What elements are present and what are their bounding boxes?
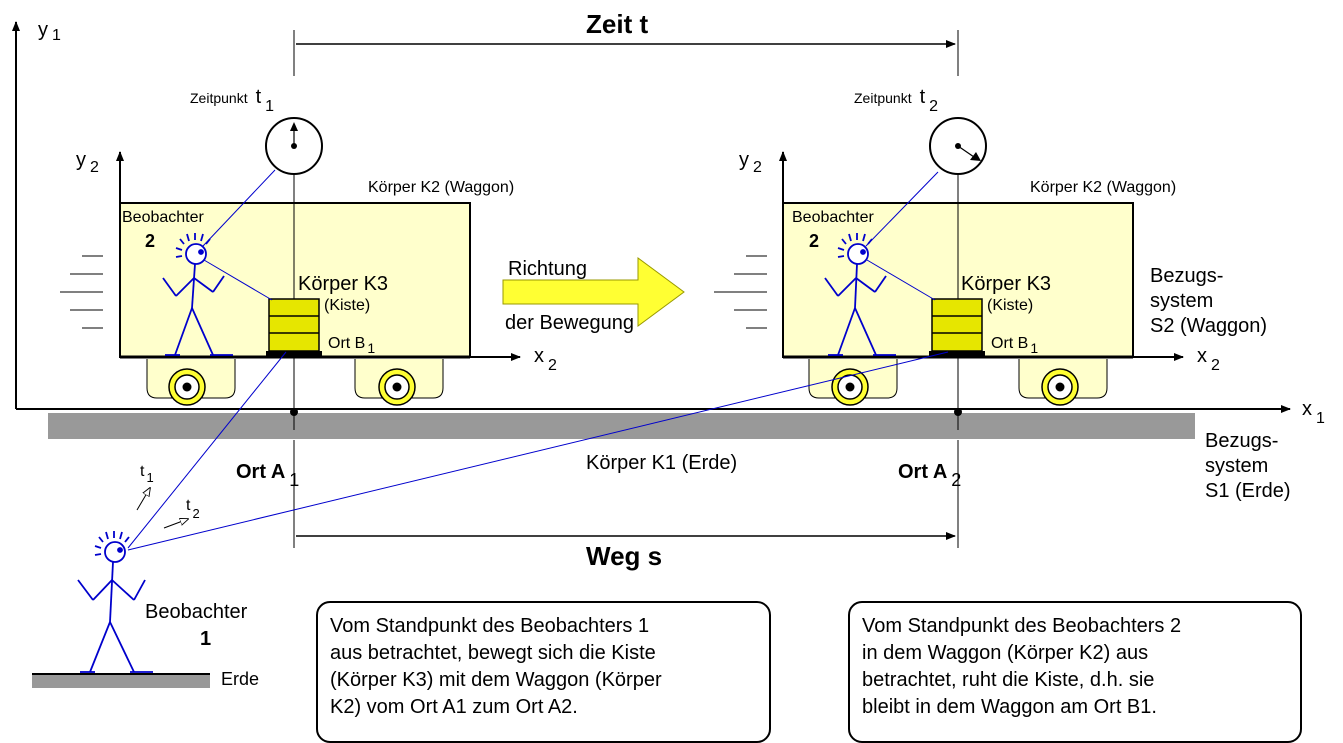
note-observer-1: Vom Standpunkt des Beobachters 1 aus bet… bbox=[316, 601, 771, 743]
observer-2-figure bbox=[162, 233, 233, 356]
note-line: K2) vom Ort A1 zum Ort A2. bbox=[330, 696, 578, 718]
note-line: aus betrachtet, bewegt sich die Kiste bbox=[330, 642, 656, 664]
motion-lines bbox=[714, 255, 767, 329]
note-line: Vom Standpunkt des Beobachters 1 bbox=[330, 615, 650, 637]
direction-label-bottom: der Bewegung bbox=[505, 312, 634, 334]
ref-system-s2: Bezugs- system S2 (Waggon) bbox=[1150, 265, 1267, 337]
earth-ground-small bbox=[32, 674, 210, 688]
wheel-icon bbox=[831, 368, 869, 406]
box-label: Körper K3 bbox=[961, 273, 1051, 295]
observer-2-number: 2 bbox=[145, 231, 155, 251]
note-observer-2: Vom Standpunkt des Beobachters 2 in dem … bbox=[848, 601, 1302, 743]
place-a-dot bbox=[954, 408, 962, 416]
wagon-label: Körper K2 (Waggon) bbox=[1030, 179, 1176, 196]
observer-2-figure bbox=[824, 233, 896, 356]
time-dimension: Zeit t bbox=[293, 9, 959, 76]
direction-arrow: Richtung der Bewegung bbox=[502, 257, 685, 334]
wheel-icon bbox=[378, 368, 416, 406]
earth-ground-bar bbox=[48, 413, 1195, 439]
observer-1-number: 1 bbox=[200, 628, 211, 650]
earth-body-label: Körper K1 (Erde) bbox=[586, 452, 737, 474]
note-line: Vom Standpunkt des Beobachters 2 bbox=[862, 615, 1182, 637]
box-sub-label: (Kiste) bbox=[987, 297, 1033, 314]
ref-system-s1: Bezugs- system S1 (Erde) bbox=[1205, 430, 1291, 502]
observer-1-sight-lines bbox=[127, 351, 949, 551]
observer-2-number: 2 bbox=[809, 231, 819, 251]
place-a-dot bbox=[290, 408, 298, 416]
clock-icon bbox=[929, 117, 987, 175]
box-sub-label: (Kiste) bbox=[324, 297, 370, 314]
observer-1-label: Beobachter bbox=[145, 601, 248, 623]
note-line: in dem Waggon (Körper K2) aus bbox=[862, 642, 1149, 664]
observer-2-label: Beobachter bbox=[792, 209, 875, 226]
way-title: Weg s bbox=[586, 541, 662, 571]
time-title: Zeit t bbox=[586, 9, 648, 39]
observer-1-figure bbox=[77, 531, 153, 673]
crate bbox=[929, 298, 985, 356]
observer-2-label: Beobachter bbox=[122, 209, 205, 226]
note-line: betrachtet, ruht die Kiste, d.h. sie bbox=[862, 669, 1155, 691]
wheel-icon bbox=[168, 368, 206, 406]
wagon-label: Körper K2 (Waggon) bbox=[368, 179, 514, 196]
direction-label-top: Richtung bbox=[508, 258, 587, 280]
note-line: bleibt in dem Waggon am Ort B1. bbox=[862, 696, 1157, 718]
clock-icon bbox=[265, 117, 323, 175]
crate bbox=[266, 298, 322, 356]
note-line: (Körper K3) mit dem Waggon (Körper bbox=[330, 669, 662, 691]
box-label: Körper K3 bbox=[298, 273, 388, 295]
way-dimension: Weg s bbox=[293, 440, 959, 571]
wheel-icon bbox=[1041, 368, 1079, 406]
motion-lines bbox=[60, 255, 103, 329]
earth-small-label: Erde bbox=[221, 669, 259, 689]
